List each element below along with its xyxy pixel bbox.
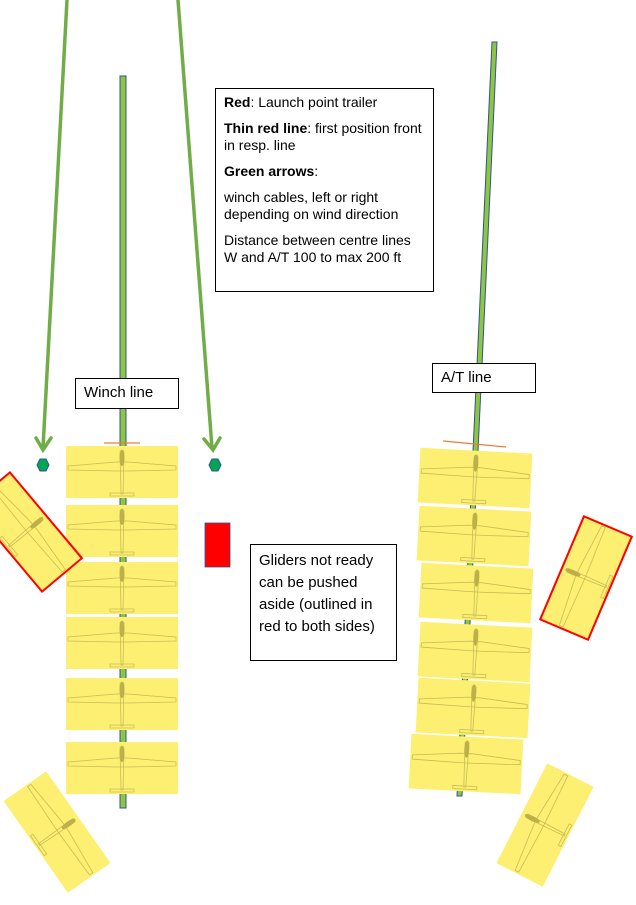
legend-green: Green arrows: xyxy=(224,163,425,180)
legend-green-colon: : xyxy=(314,163,319,179)
legend-thin-red-text: : first position front in resp. line xyxy=(224,120,422,153)
launch-point-trailer xyxy=(204,522,231,568)
winch-glider xyxy=(65,677,179,731)
winch-glider xyxy=(65,445,179,499)
pushed-aside-note: Gliders not ready can be pushed aside (o… xyxy=(250,544,397,661)
legend-red: Red: Launch point trailer xyxy=(224,94,425,111)
winch-glider xyxy=(65,504,179,558)
winch-line-label: Winch line xyxy=(75,378,179,409)
at-glider xyxy=(408,733,524,795)
winch-marker-left-hexagon xyxy=(36,458,50,472)
pushed-aside-glider-right xyxy=(538,514,634,642)
winch-marker-right-hexagon xyxy=(208,458,222,472)
at-line-label: A/T line xyxy=(432,363,536,393)
winch-glider xyxy=(65,741,179,795)
winch-center-line xyxy=(119,75,127,809)
legend-green-label: Green arrows xyxy=(224,163,315,179)
legend-green-text: winch cables, left or right depending on… xyxy=(224,189,399,222)
winch-glider xyxy=(65,616,179,670)
legend-red-label: Red xyxy=(224,94,251,110)
winch-glider xyxy=(65,561,179,615)
at-glider xyxy=(415,677,531,739)
winch-cable-right-arrow xyxy=(176,0,222,454)
at-glider xyxy=(417,621,533,683)
at-glider xyxy=(417,447,533,509)
at-first-position-line xyxy=(442,440,507,448)
at-glider xyxy=(418,562,534,624)
legend-red-text: : Launch point trailer xyxy=(250,94,378,110)
winch-cable-left-arrow xyxy=(34,0,69,454)
pushed-aside-glider-left xyxy=(0,470,84,594)
legend-thin-red-label: Thin red line xyxy=(224,120,308,136)
legend-box: Red: Launch point trailer Thin red line:… xyxy=(215,88,434,292)
legend-thin-red: Thin red line: first position front in r… xyxy=(224,120,425,154)
at-glider xyxy=(416,505,532,567)
legend-distance-text: Distance between centre lines W and A/T … xyxy=(224,232,411,265)
